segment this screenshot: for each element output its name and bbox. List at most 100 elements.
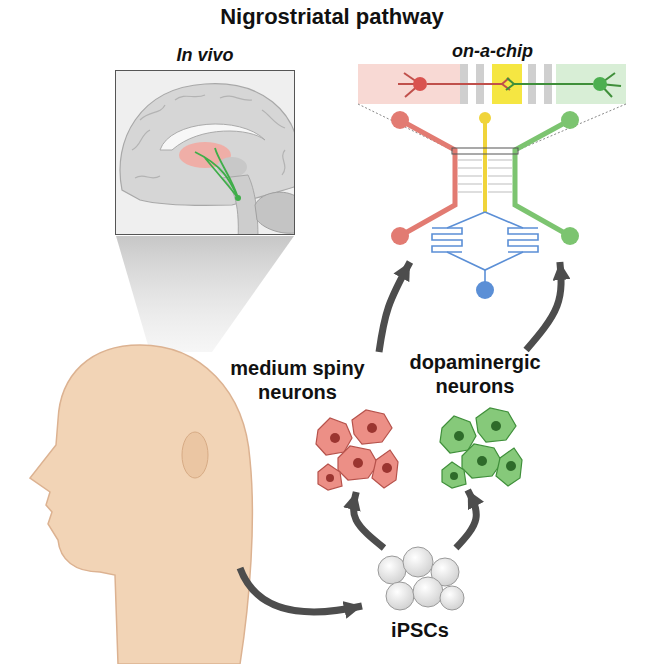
- cell-type-label: dopaminergic neurons: [402, 350, 548, 398]
- ipsc-cluster: [378, 556, 406, 584]
- microfluidic-chip: [458, 176, 482, 177]
- microfluidic-chip: [476, 281, 494, 299]
- msn-cell-cluster: [316, 410, 398, 490]
- brain-sagittal: [215, 148, 238, 198]
- microfluidic-chip: [452, 148, 518, 154]
- microfluidic-chip: [447, 252, 523, 270]
- msn-cell-cluster: [318, 464, 342, 490]
- cell-type-label: medium spiny neurons: [225, 356, 370, 404]
- brain-inset-box: In vivo: [115, 70, 295, 235]
- da-cell-cluster: [476, 408, 516, 442]
- brain-sagittal: [195, 148, 238, 198]
- brain-sagittal: [217, 157, 247, 177]
- microfluidic-chip: [432, 212, 538, 290]
- inset-heading: on-a-chip: [355, 40, 630, 62]
- microfluidic-chip: [391, 111, 579, 299]
- ipsc-cluster: [403, 547, 433, 577]
- microfluidic-chip: [488, 160, 512, 161]
- chip-zoom-strip: [358, 64, 626, 150]
- microfluidic-chip: [515, 120, 570, 236]
- da-cell-cluster: [491, 421, 501, 431]
- microfluidic-chip: [483, 118, 487, 212]
- human-head: [30, 345, 252, 664]
- chip-zoom-strip: [518, 104, 626, 150]
- reprogramming-arrow: [240, 568, 362, 612]
- cell-cluster: medium spiny neurons: [225, 352, 400, 492]
- process-arrow: [456, 490, 476, 548]
- ipsc-cluster: [386, 582, 414, 610]
- chip-zoom-strip: [506, 84, 514, 90]
- zoom-cone: [116, 236, 294, 352]
- brain-sagittal: [262, 110, 285, 128]
- inset-heading: In vivo: [116, 44, 294, 66]
- chip-zoom-strip: [593, 77, 607, 91]
- chip-zoom-strip: [514, 83, 593, 85]
- process-arrow: [353, 492, 384, 548]
- microfluidic-chip: [447, 212, 485, 228]
- brain-sagittal: [175, 95, 205, 100]
- ipsc-cluster: [440, 586, 464, 610]
- process-arrow: [379, 262, 410, 352]
- da-cell-cluster: [440, 408, 522, 488]
- microfluidic-chip: [458, 168, 482, 169]
- chip-zoom-strip: [398, 73, 510, 97]
- chip-zoom-strip: [507, 78, 514, 84]
- brain-sagittal: [255, 192, 295, 233]
- brain-sagittal: [135, 176, 160, 178]
- microfluidic-chip: [488, 192, 512, 193]
- brain-sagittal: [132, 95, 285, 178]
- human-head: [182, 432, 208, 478]
- human-head: [30, 345, 252, 664]
- msn-cell-cluster: [382, 463, 392, 473]
- microfluidic-chip: [485, 212, 523, 228]
- microfluidic-chip: [479, 112, 491, 124]
- microfluidic-chip: [391, 227, 409, 245]
- msn-cell-cluster: [326, 474, 334, 482]
- brain-sagittal: [235, 195, 241, 201]
- chip-zoom-strip: [506, 73, 621, 97]
- ipsc-cluster: [413, 577, 443, 607]
- da-cell-cluster: [454, 431, 464, 441]
- microfluidic-chip: [508, 228, 538, 252]
- microfluidic-chip: [432, 228, 462, 252]
- microfluidic-chip: [458, 160, 482, 161]
- chip-panel: on-a-chip: [355, 40, 630, 262]
- diagram-title: Nigrostriatal pathway: [0, 4, 664, 30]
- da-cell-cluster: [477, 456, 487, 466]
- ipsc-cluster: [378, 547, 464, 610]
- msn-cell-cluster: [338, 446, 378, 480]
- brain-sagittal: [282, 150, 285, 175]
- microfluidic-chip: [488, 184, 512, 185]
- brain-sagittal: [195, 152, 238, 198]
- brain-sagittal: [140, 105, 165, 120]
- microfluidic-chip: [391, 111, 409, 129]
- cell-cluster: iPSCs: [375, 548, 465, 612]
- msn-cell-cluster: [372, 450, 398, 488]
- cell-type-label: iPSCs: [375, 618, 465, 642]
- microfluidic-chip: [458, 192, 482, 193]
- microfluidic-chip: [488, 176, 512, 177]
- da-cell-cluster: [462, 444, 502, 478]
- brain-sagittal: [220, 96, 252, 100]
- brain-sagittal: [132, 130, 150, 150]
- msn-cell-cluster: [353, 458, 363, 468]
- microfluidic-chip: [458, 184, 482, 185]
- brain-sagittal: [115, 70, 295, 235]
- msn-cell-cluster: [330, 433, 340, 443]
- microfluidic-chip: [400, 120, 455, 236]
- chip-zoom-strip: [413, 77, 427, 91]
- da-cell-cluster: [442, 462, 466, 488]
- da-cell-cluster: [496, 448, 522, 486]
- brain-sagittal: [120, 84, 295, 206]
- process-arrow: [526, 262, 561, 350]
- da-cell-cluster: [506, 461, 516, 471]
- microfluidic-chip: [488, 168, 512, 169]
- microfluidic-chip: [561, 227, 579, 245]
- chip-zoom-strip: [427, 83, 502, 85]
- da-cell-cluster: [450, 472, 458, 480]
- msn-cell-cluster: [352, 410, 392, 444]
- msn-cell-cluster: [367, 423, 377, 433]
